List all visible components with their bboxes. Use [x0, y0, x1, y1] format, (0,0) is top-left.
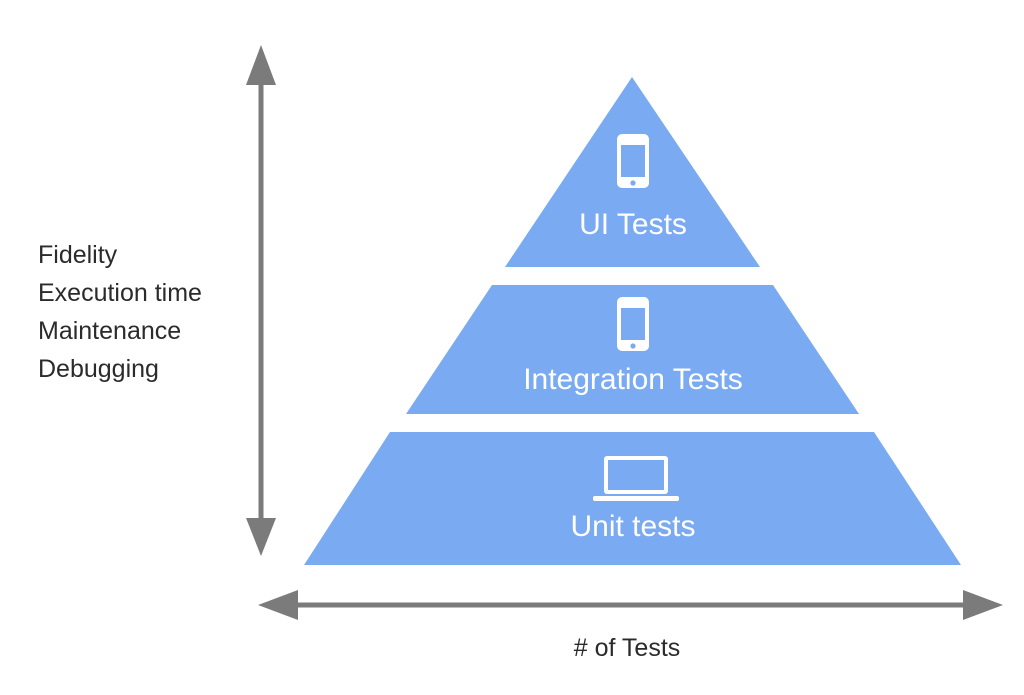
horizontal-double-arrow: [258, 590, 1003, 620]
tier-label-ui: UI Tests: [579, 208, 687, 241]
side-label-maintenance: Maintenance: [38, 317, 182, 345]
side-label-list: Fidelity Execution time Maintenance Debu…: [38, 236, 202, 388]
side-label-debugging: Debugging: [38, 355, 159, 383]
tier-label-integration: Integration Tests: [523, 363, 743, 396]
smartphone-icon: [617, 134, 649, 188]
laptop-icon: [593, 456, 679, 501]
side-label-execution-time: Execution time: [38, 279, 202, 307]
tier-label-unit: Unit tests: [570, 510, 695, 543]
smartphone-icon: [617, 297, 649, 351]
x-axis-label: # of Tests: [573, 634, 681, 662]
side-label-fidelity: Fidelity: [38, 241, 118, 269]
vertical-double-arrow: [246, 45, 276, 556]
